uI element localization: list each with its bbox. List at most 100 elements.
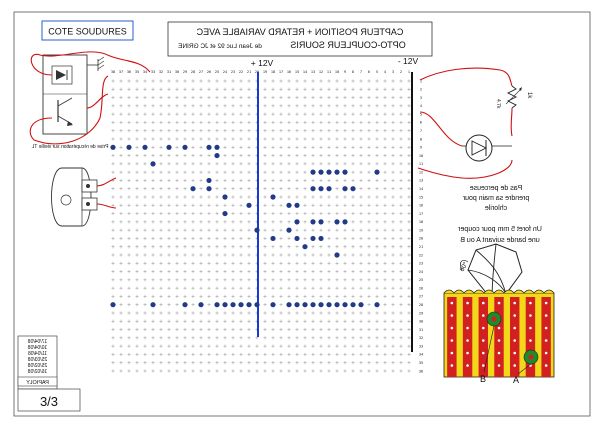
component-hole: [190, 186, 196, 192]
solder-side-label: COTE SOUDURES: [48, 27, 127, 37]
component-hole: [110, 302, 116, 308]
strip-hole: [544, 326, 548, 330]
row-label: 16: [419, 204, 423, 208]
row-label: 21: [419, 245, 423, 249]
strip-hole: [450, 314, 454, 317]
col-label: 24: [223, 70, 227, 74]
component-hole: [350, 302, 356, 308]
col-label: 11: [327, 70, 331, 74]
component-hole: [342, 186, 348, 192]
component-hole: [302, 302, 308, 308]
row-label: 23: [419, 262, 423, 266]
strip-hole: [450, 301, 454, 305]
row-label: 35: [419, 361, 423, 365]
component-hole: [246, 302, 252, 308]
row-label: 25: [419, 278, 423, 282]
col-label: 23: [231, 70, 235, 74]
jack-note: Prise de récupération sur vieille TL: [31, 144, 108, 150]
col-label: 22: [239, 70, 243, 74]
row-label: 6: [420, 121, 422, 125]
row-label: 5: [420, 112, 422, 116]
angle-label: 60°: [458, 260, 470, 273]
component-hole: [350, 186, 356, 192]
component-hole: [294, 219, 300, 225]
col-label: 3: [392, 70, 394, 74]
revision-date: 17/04/08: [28, 339, 48, 345]
plus-rail-label: + 12V: [251, 58, 274, 68]
component-hole: [150, 302, 156, 308]
col-label: 2: [400, 70, 402, 74]
component-hole: [286, 302, 292, 308]
row-label: 12: [419, 170, 423, 174]
row-label: 29: [419, 311, 423, 315]
component-hole: [302, 244, 308, 250]
resistor-1k: 4.7k 1k: [495, 85, 532, 109]
drill-cut-a-center: [528, 354, 534, 360]
component-hole: [142, 144, 148, 150]
component-hole: [318, 186, 324, 192]
drill-note-1: Un foret 5 mm pour couper: [458, 226, 542, 233]
strip-hole: [481, 351, 485, 355]
author-box: [17, 376, 58, 387]
col-label: 25: [215, 70, 219, 74]
strip-hole: [497, 326, 501, 330]
component-hole: [294, 202, 300, 208]
component-hole: [294, 235, 300, 242]
led-symbol: [462, 134, 512, 162]
title-authors: de Jean Luc 92 et JC GRINE: [177, 43, 261, 50]
component-hole: [270, 302, 276, 308]
row-label: 9: [420, 146, 422, 150]
strip-hole: [466, 326, 469, 330]
fork-note-1: Pas de perceuse: [470, 185, 523, 192]
copper-strip: [447, 297, 457, 377]
strip-hole: [544, 364, 548, 367]
copper-strip: [541, 297, 551, 377]
revision-list: 17/04/0810/04/0811/04/0825/03/0825/02/08…: [28, 339, 48, 375]
component-hole: [182, 144, 188, 150]
sheet-border: [13, 11, 591, 417]
component-hole: [310, 169, 316, 175]
component-hole: [318, 235, 324, 242]
component-hole: [238, 302, 244, 308]
strip-hole: [481, 326, 485, 330]
row-label: 30: [419, 320, 423, 324]
strip-hole: [481, 364, 485, 367]
strip-hole: [450, 339, 454, 342]
row-label: 17: [419, 212, 423, 216]
component-hole: [374, 169, 380, 175]
strip-hole: [466, 339, 469, 342]
title-line-1: CAPTEUR POSITION + RETARD VARIABLE AVEC: [196, 27, 403, 37]
component-hole: [342, 219, 348, 225]
strip-hole: [529, 339, 532, 342]
pointer-a: [517, 363, 532, 375]
strip-hole: [513, 339, 517, 342]
copper-strip: [510, 297, 520, 377]
strip-hole: [450, 326, 454, 330]
title-box: [167, 21, 433, 57]
row-label: 18: [419, 220, 423, 224]
component-hole: [222, 194, 228, 200]
revision-date: 16/02/08: [28, 369, 48, 375]
component-hole: [334, 219, 340, 225]
row-label: 26: [419, 286, 423, 290]
strip-hole: [497, 301, 501, 305]
strip-hole: [544, 351, 548, 355]
row-label: 14: [419, 187, 423, 191]
grid-layer: [111, 79, 411, 373]
revision-date: 25/02/08: [28, 363, 48, 369]
pointer-b: [483, 325, 495, 373]
col-label: 21: [247, 70, 251, 74]
copper-strip: [462, 297, 473, 377]
drill-note-2: une bande suivant A ou B: [460, 237, 540, 244]
component-hole: [222, 302, 228, 308]
strip-hole: [513, 351, 517, 355]
col-label: 30: [175, 70, 179, 74]
grid-row-labels: 1234567891011121314151617181920212223242…: [419, 79, 423, 373]
component-hole: [318, 219, 324, 225]
col-label: 14: [303, 70, 307, 74]
drill-cut-b-center: [491, 316, 497, 322]
fork-note-3: chlorile: [485, 205, 507, 212]
strip-hole: [466, 314, 469, 317]
solder-side-box: [41, 20, 134, 41]
